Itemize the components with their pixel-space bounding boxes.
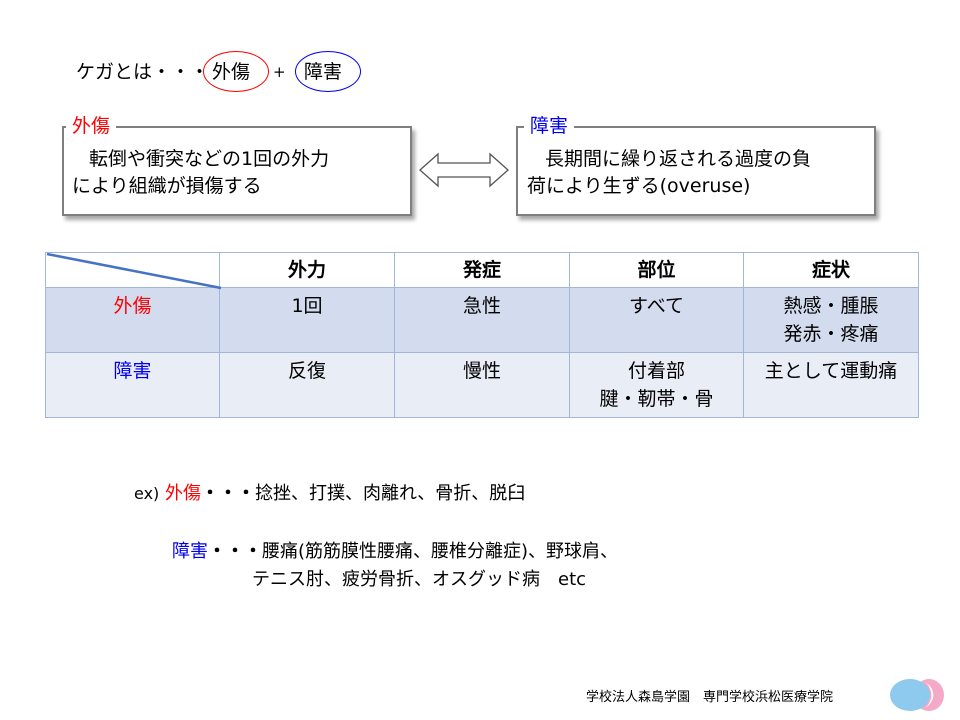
table-cell: すべて (569, 287, 744, 353)
example-trauma-line: ex) 外傷・・・捻挫、打撲、肉離れ、骨折、脱臼 (134, 480, 525, 508)
trauma-oval (203, 51, 269, 92)
table-header-cell: 部位 (569, 252, 744, 288)
disorder-oval (295, 51, 361, 92)
ex-disorder-list-1: 腰痛(筋筋膜性腰痛、腰椎分離症)、野球肩、 (262, 541, 619, 562)
heading: ケガとは・・・ (76, 59, 209, 85)
ex-disorder-dots: ・・・ (208, 541, 262, 562)
footer-school-name: 学校法人森島学園 専門学校浜松医療学院 (586, 690, 834, 705)
school-logo-icon (890, 679, 944, 711)
comparison-table: 外力 発症 部位 症状 外傷 1回 急性 すべて 熱感・腫脹 発赤・疼痛 障害 … (45, 252, 919, 418)
row-label-disorder: 障害 (45, 352, 220, 418)
table-cell: 熱感・腫脹 発赤・疼痛 (743, 287, 919, 353)
ex-prefix: ex) (134, 484, 160, 503)
trauma-box-line1: 転倒や衝突などの1回の外力 (89, 148, 330, 170)
disorder-box (516, 126, 876, 216)
heading-disorder: 障害 (304, 61, 343, 83)
disorder-box-line2: 荷により生ずる(overuse) (527, 175, 751, 197)
table-header-cell: 症状 (743, 252, 919, 288)
disorder-box-line1: 長期間に繰り返される過度の負 (545, 148, 812, 170)
heading-trauma: 外傷 (212, 61, 251, 83)
table-row: 外傷 1回 急性 すべて 熱感・腫脹 発赤・疼痛 (45, 287, 919, 353)
trauma-box-title: 外傷 (66, 114, 117, 138)
table-header-cell: 外力 (219, 252, 395, 288)
double-arrow-icon (419, 152, 509, 188)
table-cell: 1回 (219, 287, 395, 353)
ex-trauma-dots: ・・・ (201, 483, 256, 504)
table-corner-diagonal (46, 252, 222, 290)
table-cell: 反復 (219, 352, 395, 418)
trauma-box-line2: により組織が損傷する (72, 175, 262, 197)
disorder-box-title: 障害 (524, 114, 575, 138)
table-header-row: 外力 発症 部位 症状 (45, 252, 919, 288)
heading-plus: + (273, 63, 286, 81)
table-cell: 主として運動痛 (743, 352, 919, 418)
table-row: 障害 反復 慢性 付着部 腱・靭帯・骨 主として運動痛 (45, 352, 919, 418)
table-header-cell: 発症 (394, 252, 570, 288)
ex-disorder-label: 障害 (172, 541, 208, 562)
trauma-box (62, 126, 412, 216)
table-cell: 慢性 (394, 352, 570, 418)
ex-trauma-label: 外傷 (165, 483, 202, 504)
row-label-trauma: 外傷 (45, 287, 220, 353)
ex-trauma-list: 捻挫、打撲、肉離れ、骨折、脱臼 (255, 483, 526, 504)
example-disorder-line-2: テニス肘、疲労骨折、オスグッド病 etc (252, 569, 587, 590)
heading-prefix: ケガとは・・・ (76, 61, 210, 83)
table-cell: 付着部 腱・靭帯・骨 (569, 352, 744, 418)
table-cell: 急性 (394, 287, 570, 353)
example-disorder-line: 障害・・・腰痛(筋筋膜性腰痛、腰椎分離症)、野球肩、 (172, 538, 618, 566)
